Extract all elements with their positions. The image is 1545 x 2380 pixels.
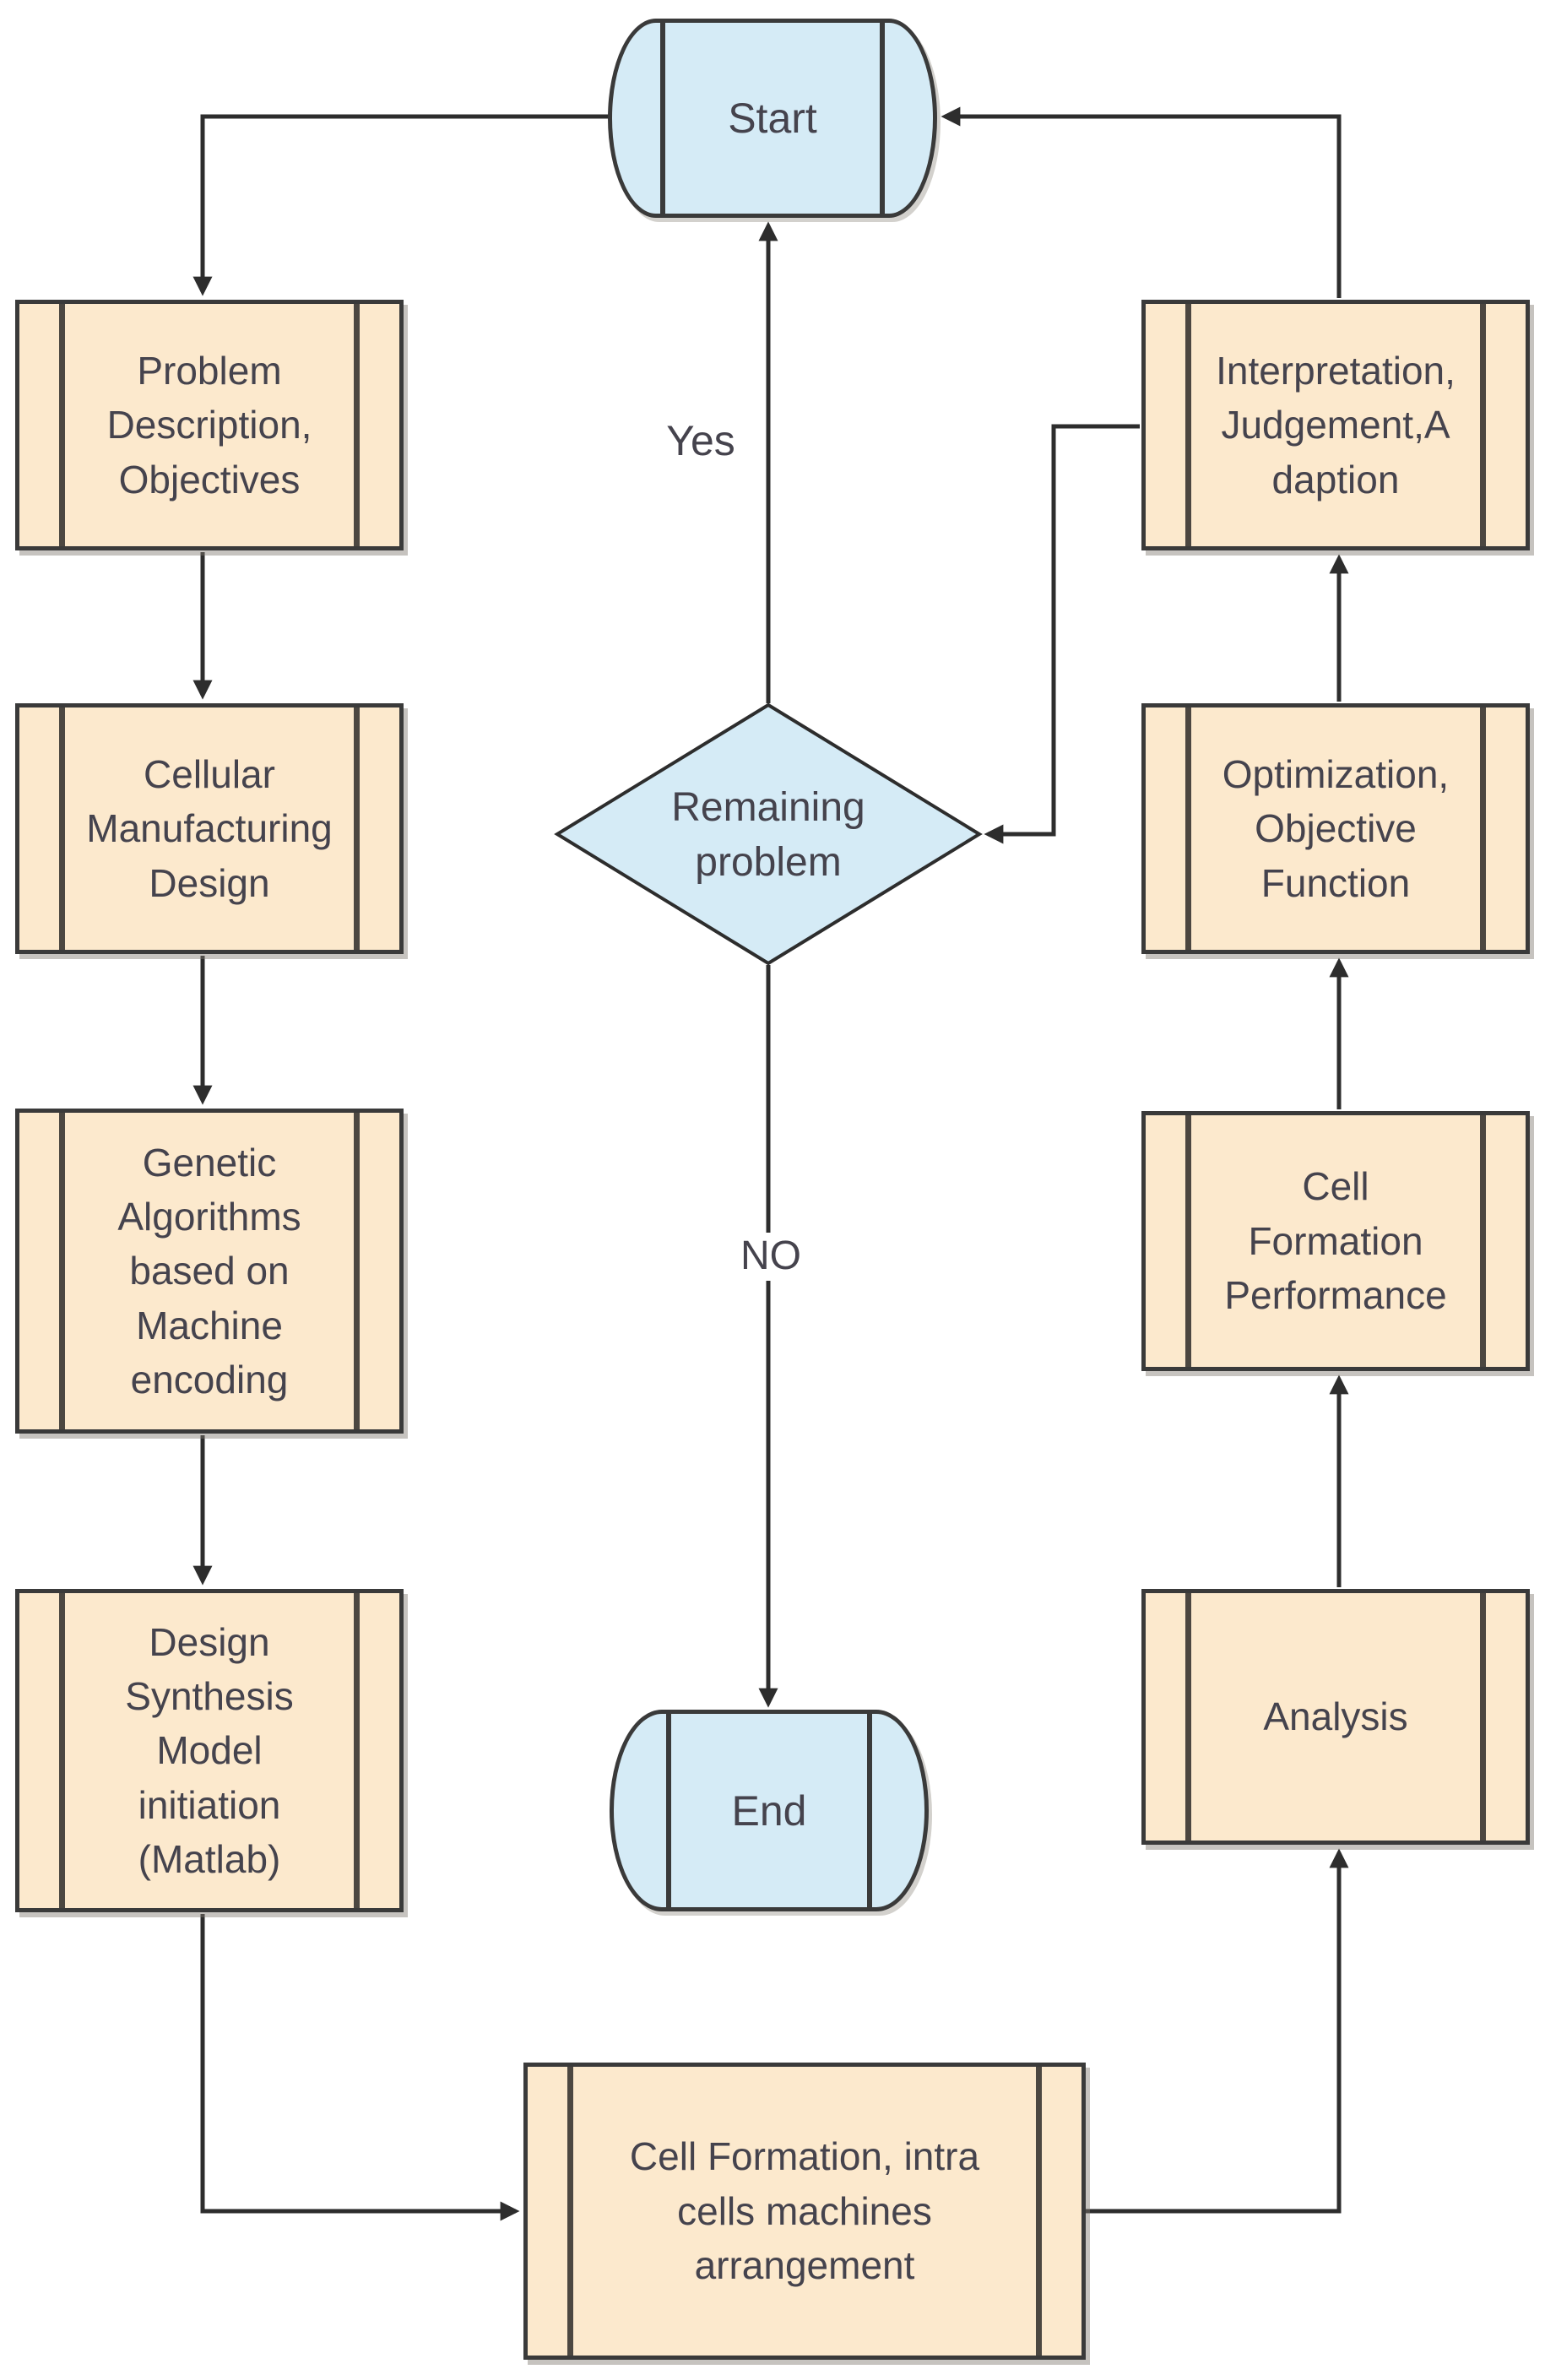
predefined-bar-right [354, 304, 360, 546]
node-interpretation: Interpretation, Judgement,A daption [1141, 300, 1530, 550]
predefined-bar-left [59, 1593, 65, 1908]
node-label-end: End [731, 1786, 807, 1835]
node-cell-formation: Cell Formation, intra cells machines arr… [523, 2063, 1086, 2360]
predefined-bar-left [59, 707, 65, 950]
node-label-cellular: Cellular Manufacturing Design [86, 751, 333, 905]
edge-design-to-cellformation [200, 1914, 520, 2221]
predefined-bar-left [1185, 1115, 1191, 1367]
node-label-design: Design Synthesis Model initiation (Matla… [125, 1619, 294, 1882]
node-label-problem: Problem Description, Objectives [106, 348, 312, 501]
predefined-bar-left [1185, 304, 1191, 546]
predefined-bar-right [354, 1593, 360, 1908]
node-label-cell-formation: Cell Formation, intra cells machines arr… [629, 2134, 980, 2288]
predefined-bar-right [1036, 2067, 1042, 2356]
predefined-bar-left [567, 2067, 573, 2356]
edge-cellformation-to-analysis [1086, 1848, 1349, 2214]
edge-label-no: NO [712, 1233, 830, 1281]
node-label-start: Start [728, 95, 817, 142]
node-label-optimization: Optimization, Objective Function [1222, 751, 1450, 905]
predefined-bar-right [1480, 1593, 1486, 1841]
node-label-interpretation: Interpretation, Judgement,A daption [1216, 348, 1456, 501]
node-label-genetic: Genetic Algorithms based on Machine enco… [117, 1140, 301, 1402]
node-end: End [610, 1710, 929, 1911]
node-label-remaining-problem: Remaining problem [671, 785, 865, 885]
node-cell-formation-performance: Cell Formation Performance [1141, 1111, 1530, 1371]
node-label-cfp: Cell Formation Performance [1224, 1164, 1447, 1318]
node-start: Start [608, 19, 937, 218]
node-analysis: Analysis [1141, 1589, 1530, 1845]
predefined-bar-left [59, 304, 65, 546]
terminator-bar-right [867, 1714, 872, 1907]
predefined-bar-right [354, 707, 360, 950]
terminator-bar-left [660, 23, 665, 214]
predefined-bar-left [59, 1113, 65, 1429]
node-design-synthesis: Design Synthesis Model initiation (Matla… [15, 1589, 404, 1912]
node-problem-description: Problem Description, Objectives [15, 300, 404, 550]
edge-interpretation-to-start [941, 106, 1342, 298]
node-label-analysis: Analysis [1263, 1694, 1408, 1739]
predefined-bar-left [1185, 1593, 1191, 1841]
predefined-bar-left [1185, 707, 1191, 950]
edge-start-to-problem [192, 114, 610, 296]
terminator-bar-left [666, 1714, 671, 1907]
edge-label-yes: Yes [666, 417, 735, 464]
predefined-bar-right [1480, 304, 1486, 546]
predefined-bar-right [1480, 1115, 1486, 1367]
predefined-bar-right [1480, 707, 1486, 950]
node-cellular-manufacturing-design: Cellular Manufacturing Design [15, 703, 404, 954]
node-genetic-algorithms: Genetic Algorithms based on Machine enco… [15, 1109, 404, 1434]
terminator-bar-right [880, 23, 885, 214]
node-optimization: Optimization, Objective Function [1141, 703, 1530, 954]
decision-diamond [554, 702, 983, 966]
edge-interpretation-to-decision [984, 424, 1140, 844]
predefined-bar-right [354, 1113, 360, 1429]
